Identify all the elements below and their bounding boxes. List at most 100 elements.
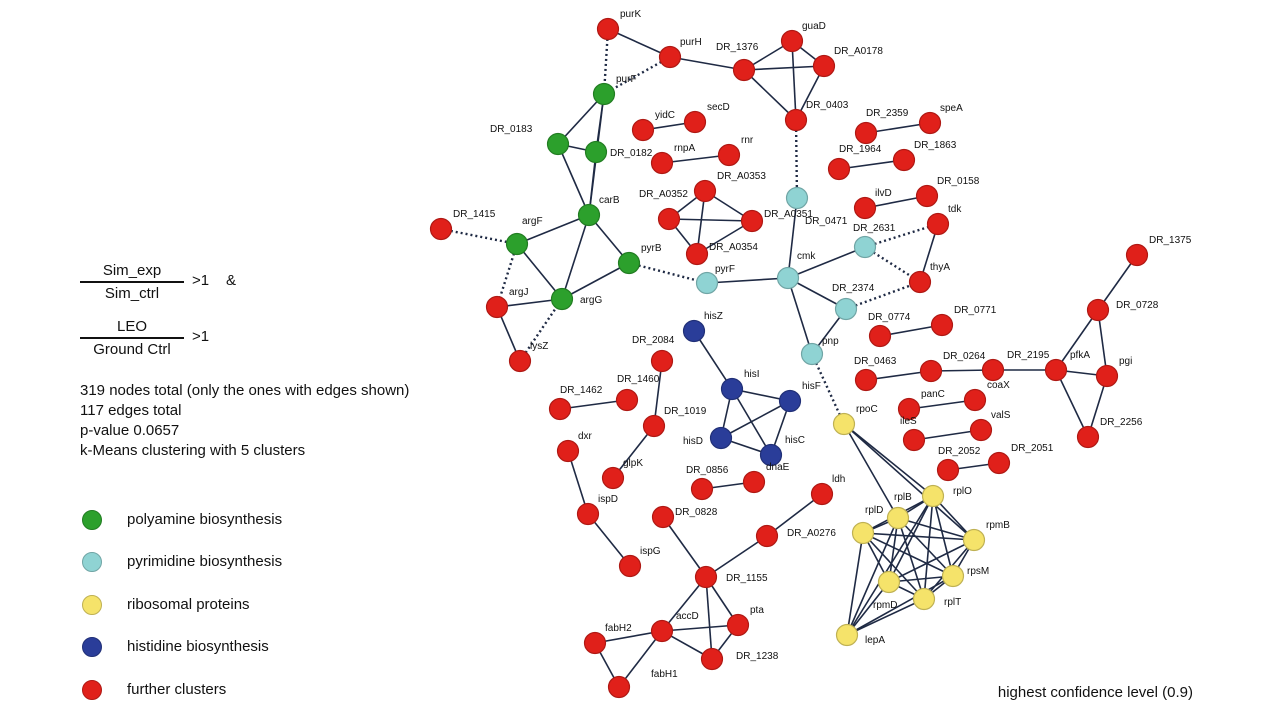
node-ispD	[576, 502, 600, 526]
node-label-DR_A0351: DR_A0351	[764, 209, 813, 220]
edge-DR_1460-DR_1462	[559, 399, 628, 410]
node-DR_2359	[854, 121, 878, 145]
node-rnpA	[650, 151, 674, 175]
node-DR_0463	[854, 368, 878, 392]
node-label-DR_2374: DR_2374	[832, 283, 875, 294]
node-label-tdk: tdk	[948, 204, 962, 215]
edge-accD-pta	[661, 624, 739, 632]
edge-rpsM-lepA	[846, 575, 954, 636]
node-rplO	[921, 484, 945, 508]
node-label-DR_A0353: DR_A0353	[717, 171, 766, 182]
node-label-fabH2: fabH2	[605, 623, 632, 634]
edge-DR_0183-carB	[557, 143, 590, 216]
node-label-rnpA: rnpA	[674, 143, 695, 154]
edge-rpoC-rpmB	[843, 423, 975, 541]
node-DR_A0352	[657, 207, 681, 231]
node-label-speA: speA	[940, 103, 963, 114]
edge-DR_A0276-DR_1155	[705, 535, 768, 578]
node-label-DR_2051: DR_2051	[1011, 443, 1054, 454]
node-DR_0774	[868, 324, 892, 348]
edge-rpoC-rplB	[843, 423, 899, 519]
node-DR_1460	[615, 388, 639, 412]
node-label-hisF: hisF	[802, 381, 821, 392]
node-label-rpmB: rpmB	[986, 520, 1010, 531]
edge-rplB-rpsM	[897, 517, 954, 577]
node-DR_A0276	[755, 524, 779, 548]
node-label-pfkA: pfkA	[1070, 350, 1090, 361]
network-labels: purKpurHpurFDR_0183DR_0182carBargFpyrBar…	[453, 9, 1192, 680]
edge-rpoC-rplO	[843, 423, 934, 497]
node-label-thyA: thyA	[930, 262, 950, 273]
node-label-purK: purK	[620, 9, 641, 20]
node-label-rnr: rnr	[741, 135, 754, 146]
node-label-DR_1155: DR_1155	[726, 573, 768, 584]
ratio-leo-operator: >1	[192, 328, 210, 345]
node-label-DR_1462: DR_1462	[560, 385, 603, 396]
legend-item-pyrimidine: pyrimidine biosynthesis	[80, 550, 340, 576]
node-DR_0771	[930, 313, 954, 337]
node-DR_0856	[690, 477, 714, 501]
node-label-lysZ: lysZ	[530, 341, 548, 352]
node-label-rplB: rplB	[894, 492, 912, 503]
edge-argF-argG	[516, 243, 563, 300]
node-DR_0728	[1086, 298, 1110, 322]
node-label-rpmD: rpmD	[873, 600, 897, 611]
edge-DR_0828-DR_1155	[662, 516, 707, 578]
edge-rplD-lepA	[846, 532, 864, 636]
node-label-dnaE: dnaE	[766, 462, 790, 473]
edge-purH-DR_1376	[669, 56, 745, 71]
node-label-secD: secD	[707, 102, 730, 113]
edge-DR_1376-DR_A0178	[743, 65, 825, 71]
node-lepA	[835, 623, 859, 647]
ratio-leo-denominator: Ground Ctrl	[93, 341, 171, 358]
node-label-ileS: ileS	[900, 416, 917, 427]
edge-rplB-rpmB	[897, 517, 975, 541]
node-label-glpK: glpK	[623, 458, 643, 469]
node-DR_0471	[785, 186, 809, 210]
node-dxr	[556, 439, 580, 463]
node-DR_1155	[694, 565, 718, 589]
node-label-DR_2052: DR_2052	[938, 446, 981, 457]
ratio-sim-fraction: Sim_exp Sim_ctrl	[80, 262, 184, 302]
node-label-lepA: lepA	[865, 635, 885, 646]
edge-rpmB-rpmD	[888, 539, 975, 583]
node-rplD	[851, 521, 875, 545]
edge-purK-purH	[607, 28, 671, 58]
node-hisI	[720, 377, 744, 401]
edge-pyrF-cmk	[706, 277, 789, 284]
node-pfkA	[1044, 358, 1068, 382]
node-label-accD: accD	[676, 611, 699, 622]
node-glpK	[601, 466, 625, 490]
node-argJ	[485, 295, 509, 319]
legend-label: polyamine biosynthesis	[127, 511, 283, 528]
edge-rplO-rpmD	[888, 495, 934, 583]
node-rnr	[717, 143, 741, 167]
node-label-DR_1964: DR_1964	[839, 144, 882, 155]
legend-swatch	[82, 680, 102, 700]
node-ldh	[810, 482, 834, 506]
node-coaX	[963, 388, 987, 412]
criteria-conjunction: &	[226, 272, 237, 289]
node-dnaE	[742, 470, 766, 494]
ratio-leo-numerator: LEO	[116, 318, 147, 335]
stat-p-value: p-value 0.0657	[80, 422, 180, 439]
edge-DR_1415-argF	[440, 227, 518, 246]
node-label-DR_0182: DR_0182	[610, 148, 653, 159]
node-DR_1863	[892, 148, 916, 172]
legend-item-histidine: histidine biosynthesis	[80, 635, 340, 661]
node-label-DR_0183: DR_0183	[490, 124, 533, 135]
node-label-DR_2359: DR_2359	[866, 108, 909, 119]
node-ilvD	[853, 196, 877, 220]
node-label-DR_A0354: DR_A0354	[709, 242, 758, 253]
ratio-sim-denominator: Sim_ctrl	[104, 285, 160, 302]
edge-ldh-DR_A0276	[766, 493, 823, 537]
node-label-hisC: hisC	[785, 435, 805, 446]
edge-rplO-rpsM	[932, 495, 954, 577]
edge-carB-argF	[516, 214, 590, 245]
edge-cmk-pnp	[787, 277, 813, 355]
node-label-pgi: pgi	[1119, 356, 1132, 367]
legend-swatch	[82, 552, 102, 572]
node-label-yidC: yidC	[655, 110, 675, 121]
node-DR_0828	[651, 505, 675, 529]
